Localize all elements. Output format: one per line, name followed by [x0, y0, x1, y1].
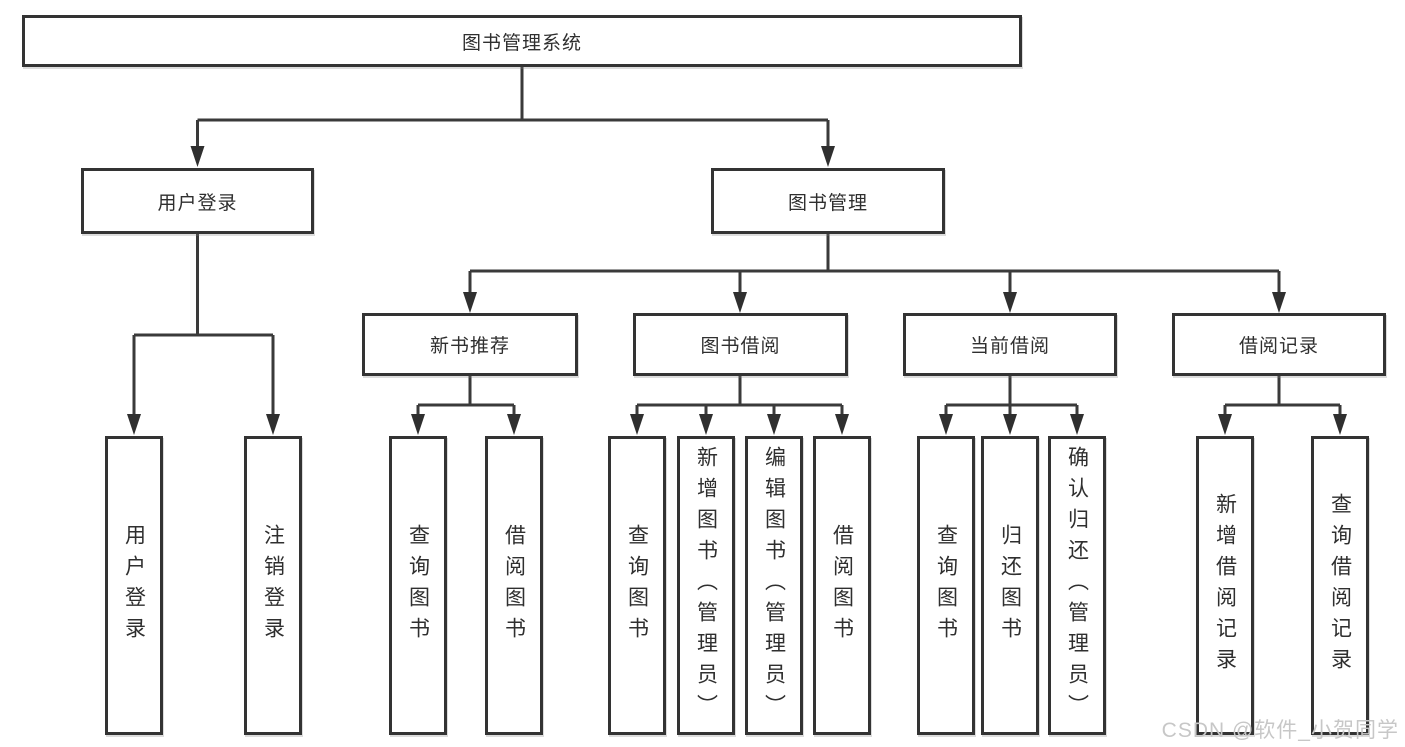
leaf-records-query-record: 查询借阅记录: [1311, 436, 1369, 735]
arrowheads: [127, 146, 1347, 435]
node-new-book-recommend: 新书推荐: [362, 313, 578, 376]
leaf-records-add-record: 新增借阅记录: [1196, 436, 1254, 735]
node-root: 图书管理系统: [22, 15, 1022, 67]
leaf-user-login: 用户登录: [105, 436, 163, 735]
leaf-borrowing-edit-books-admin: 编辑图书（管理员）: [745, 436, 803, 735]
leaf-logout: 注销登录: [244, 436, 302, 735]
node-borrow-records: 借阅记录: [1172, 313, 1386, 376]
leaf-current-return-books: 归还图书: [981, 436, 1039, 735]
leaf-borrowing-borrow-books: 借阅图书: [813, 436, 871, 735]
leaf-current-confirm-return-admin: 确认归还（管理员）: [1048, 436, 1106, 735]
leaf-borrowing-add-books-admin: 新增图书（管理员）: [677, 436, 735, 735]
leaf-borrowing-query-books: 查询图书: [608, 436, 666, 735]
leaf-recommend-borrow-books: 借阅图书: [485, 436, 543, 735]
csdn-watermark: CSDN @软件_小贺同学: [1161, 719, 1399, 742]
node-book-borrowing: 图书借阅: [633, 313, 848, 376]
leaf-recommend-query-books: 查询图书: [389, 436, 447, 735]
node-book-management: 图书管理: [711, 168, 945, 234]
node-current-borrowing: 当前借阅: [903, 313, 1117, 376]
leaf-current-query-books: 查询图书: [917, 436, 975, 735]
node-user-login: 用户登录: [81, 168, 314, 234]
